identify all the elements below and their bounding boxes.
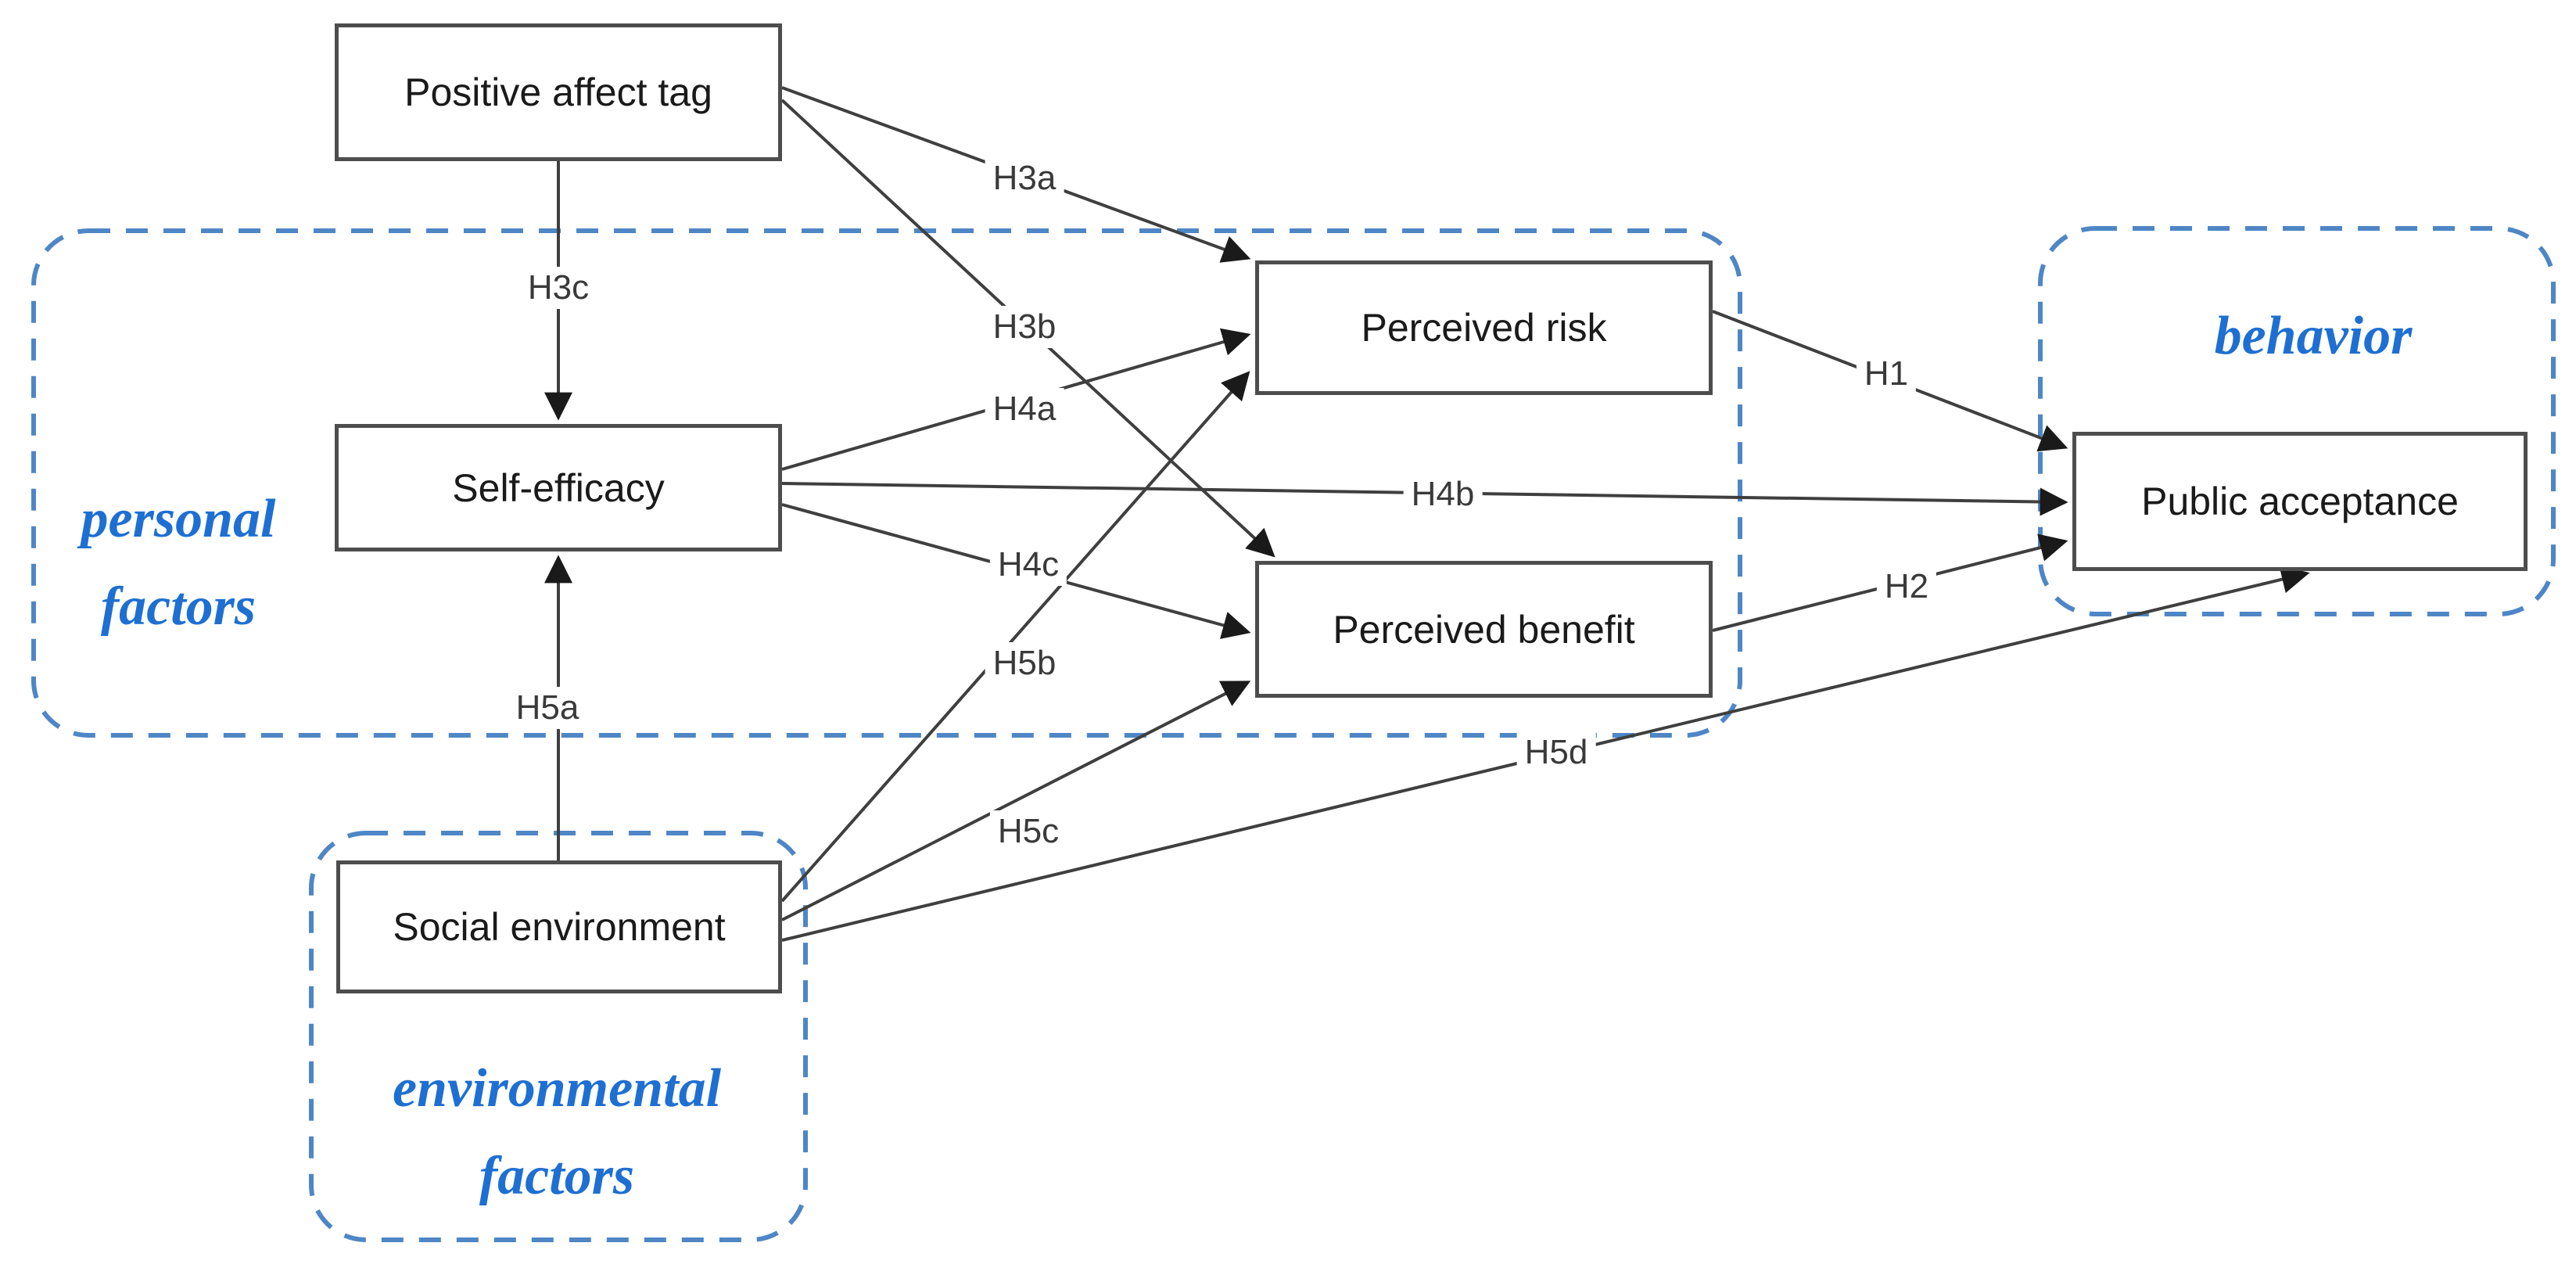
node-self-efficacy: Self-efficacy xyxy=(335,424,782,551)
edge-label-H4a: H4a xyxy=(985,388,1064,430)
node-label: Self-efficacy xyxy=(452,465,665,510)
group-label-behavior: behavior xyxy=(2215,293,2413,380)
node-label: Positive affect tag xyxy=(404,70,712,114)
edge-label-H5c: H5c xyxy=(989,810,1067,853)
edge-label-H4c: H4c xyxy=(989,544,1067,586)
edge-label-H3b: H3b xyxy=(985,306,1064,348)
group-label-personal: personal factors xyxy=(81,476,276,651)
edge-H5c-arrow xyxy=(781,681,1251,921)
group-outline-behavior xyxy=(2038,226,2556,616)
group-label-line: personal xyxy=(81,489,276,549)
node-perceived-benefit: Perceived benefit xyxy=(1255,561,1713,698)
node-label: Public acceptance xyxy=(2141,480,2459,523)
edge-label-H5d: H5d xyxy=(1516,731,1596,774)
group-label-environmental: environmental factors xyxy=(393,1045,721,1220)
edge-label-H3a: H3a xyxy=(985,157,1064,199)
node-perceived-risk: Perceived risk xyxy=(1255,260,1713,395)
edge-label-H4b: H4b xyxy=(1403,473,1483,515)
edge-label-H3c: H3c xyxy=(519,267,597,309)
edge-label-H5b: H5b xyxy=(985,642,1064,684)
group-label-line: behavior xyxy=(2214,306,2413,366)
node-social-environment: Social environment xyxy=(336,860,782,993)
node-public-acceptance: Public acceptance xyxy=(2072,432,2528,571)
node-label: Perceived risk xyxy=(1361,306,1607,350)
node-label: Social environment xyxy=(393,905,726,949)
edge-label-H5a: H5a xyxy=(508,687,587,729)
node-positive-affect-tag: Positive affect tag xyxy=(335,23,782,161)
node-label: Perceived benefit xyxy=(1333,607,1635,652)
group-outline-personal xyxy=(31,228,1742,738)
edge-label-H2: H2 xyxy=(1876,566,1937,608)
group-label-line: factors xyxy=(100,577,257,637)
group-label-line: environmental xyxy=(392,1058,722,1119)
edge-label-H1: H1 xyxy=(1856,353,1917,395)
group-label-line: factors xyxy=(479,1146,635,1206)
edge-H5b-arrow xyxy=(780,371,1250,903)
